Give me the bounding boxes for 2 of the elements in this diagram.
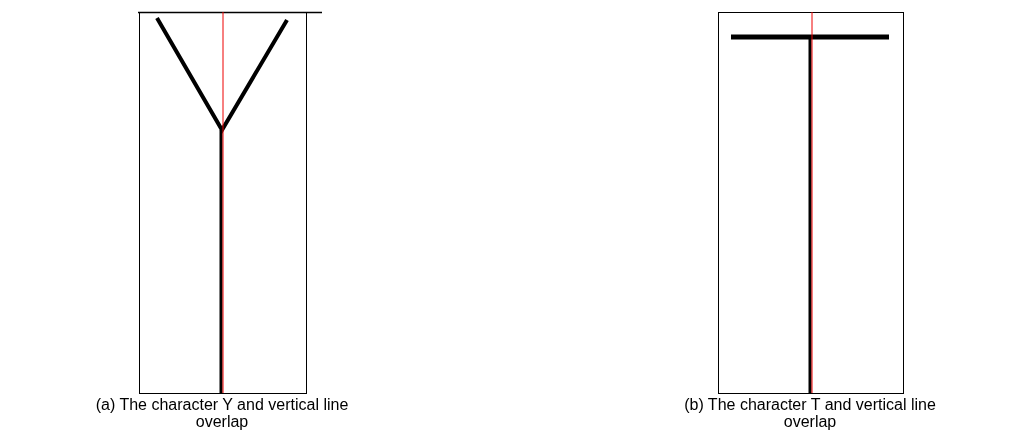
figure-caption: (b) The character T and vertical line overlap <box>683 396 937 430</box>
figure-caption: (a) The character Y and vertical line overlap <box>94 396 350 430</box>
